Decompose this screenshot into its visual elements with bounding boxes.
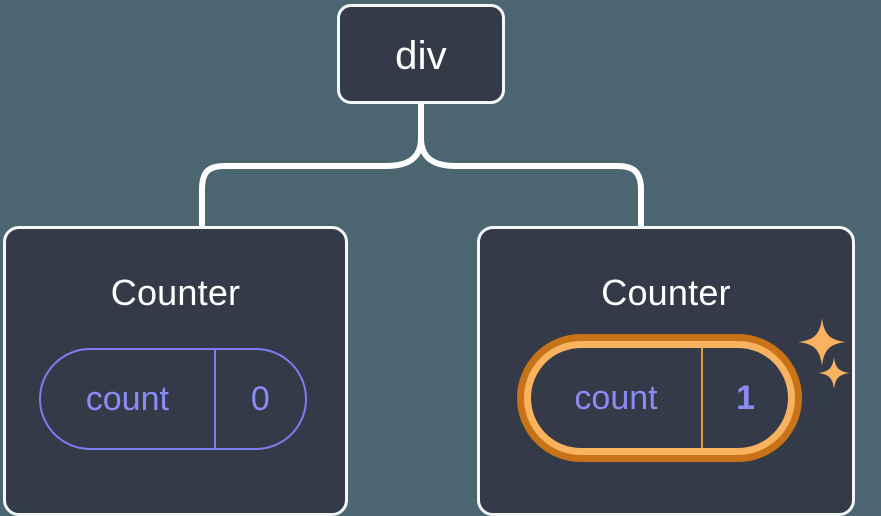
- state-key-label: count: [85, 379, 169, 418]
- state-pill-divider: [213, 350, 216, 448]
- state-pill-count-right-highlighted[interactable]: count 1: [517, 334, 802, 462]
- state-value-label: 1: [736, 378, 755, 417]
- state-key-label: count: [574, 378, 658, 417]
- node-div-label: div: [395, 34, 447, 78]
- node-div[interactable]: div: [337, 4, 505, 104]
- state-pill-divider: [701, 348, 703, 448]
- connector-branch-left: [199, 135, 424, 231]
- connector-branch-right: [418, 135, 644, 231]
- node-counter-left-title: Counter: [110, 272, 241, 313]
- state-pill-count-left[interactable]: count 0: [39, 348, 307, 450]
- diagram-canvas: div Counter count 0 Counter count 1: [3, 4, 855, 516]
- node-counter-right-title: Counter: [601, 272, 731, 313]
- state-pill-inner: count 1: [531, 348, 788, 448]
- state-value-label: 0: [250, 379, 270, 418]
